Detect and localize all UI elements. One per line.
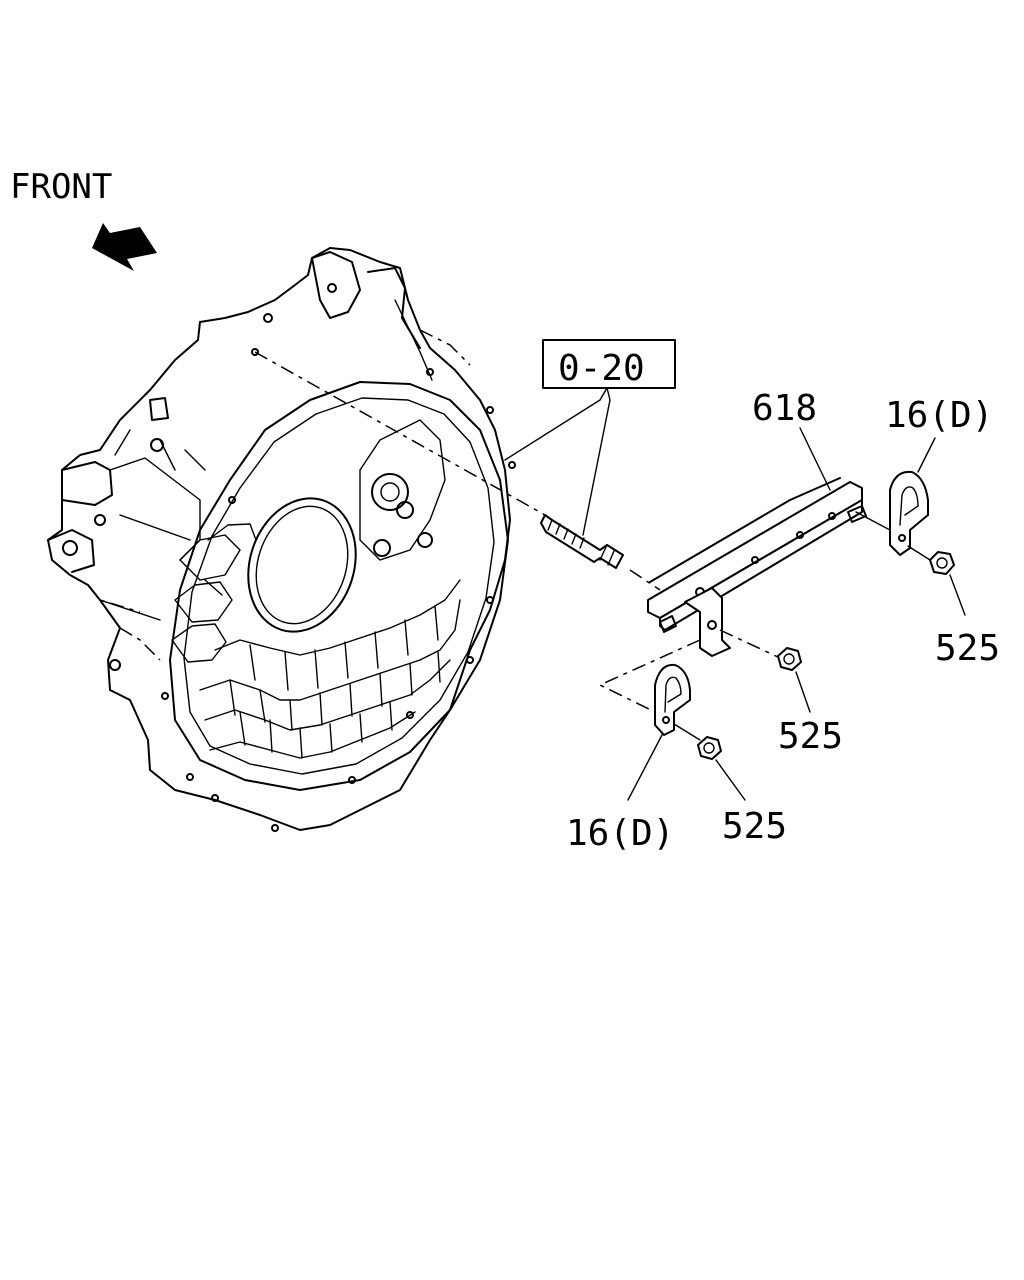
clip-upper: 16(D) [855, 395, 993, 556]
stud-bolt [540, 514, 624, 569]
front-indicator: FRONT [10, 167, 157, 271]
nut-middle-label: 525 [778, 716, 843, 757]
nut-right-label: 525 [935, 628, 1000, 669]
nut-lower-label: 525 [722, 806, 787, 847]
clip-lower: 16(D) [566, 639, 701, 854]
nut-lower: 525 [673, 723, 787, 847]
housing [47, 247, 516, 832]
reference-label: 0-20 [558, 348, 645, 389]
reference-callout: 0-20 [504, 339, 676, 536]
front-label: FRONT [10, 167, 112, 207]
nut-middle: 525 [719, 629, 843, 757]
stud-centerline [254, 351, 546, 516]
bracket-618: 618 [647, 388, 867, 657]
clip-upper-label: 16(D) [885, 395, 993, 436]
clip-lower-label: 16(D) [566, 813, 674, 854]
nut-right: 525 [907, 545, 1000, 669]
bracket-callout-label: 618 [752, 388, 817, 429]
arrow-left-icon [92, 223, 157, 271]
